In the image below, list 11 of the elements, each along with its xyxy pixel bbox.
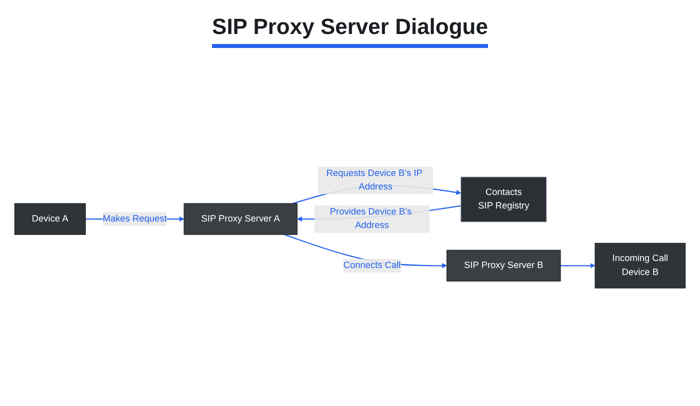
arrow xyxy=(560,262,596,268)
node-box: Incoming Call Device B xyxy=(594,242,686,288)
node-box: Contacts SIP Registry xyxy=(460,176,547,222)
diagram-title: SIP Proxy Server Dialogue xyxy=(212,14,488,48)
node-box: SIP Proxy Server B xyxy=(446,249,561,282)
edge-label: Connects Call xyxy=(343,260,401,270)
edge-label: Makes Request xyxy=(102,214,167,224)
edge-label: Provides Device B’s Address xyxy=(330,206,412,230)
edge-label: Requests Device B’s IP Address xyxy=(326,168,422,192)
node-box: Device A xyxy=(14,202,86,234)
node-box: SIP Proxy Server A xyxy=(184,202,298,234)
